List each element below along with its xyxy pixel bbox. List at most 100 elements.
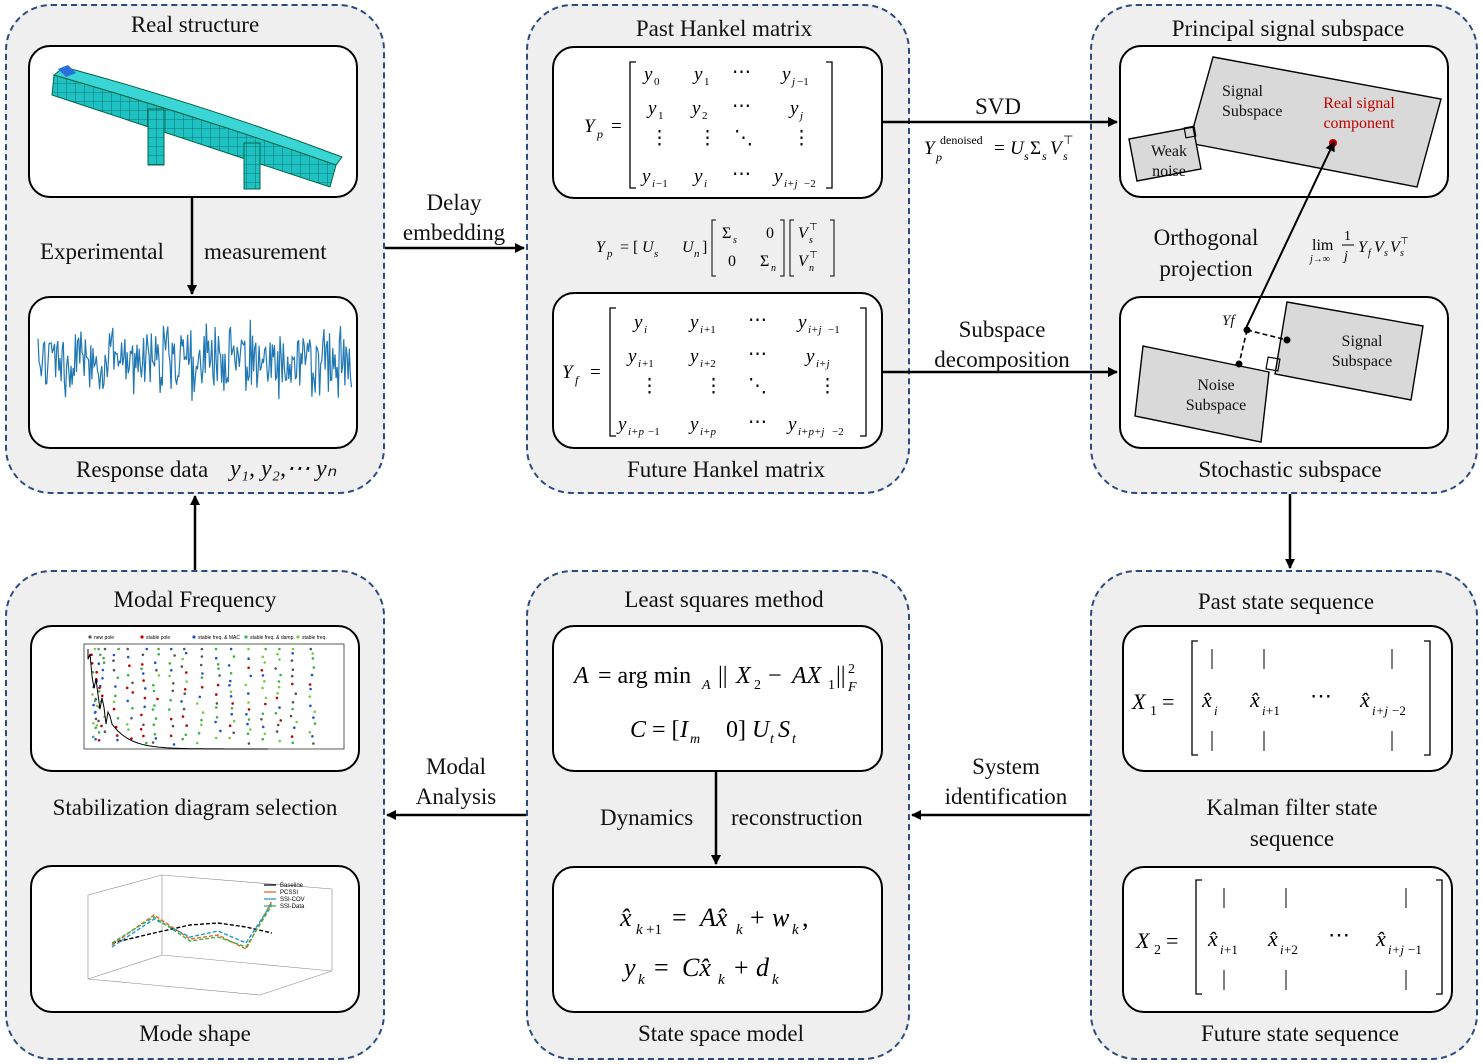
- stab-pole: [278, 647, 281, 651]
- svg-text:X: X: [735, 663, 752, 689]
- mode-legend-label: Baseline: [280, 883, 304, 889]
- svg-text:lim: lim: [1312, 237, 1334, 254]
- stab-pole: [172, 682, 175, 685]
- stab-pole: [230, 712, 233, 716]
- stab-pole: [290, 674, 294, 678]
- svg-text:⋮: ⋮: [792, 128, 811, 149]
- stab-pole: [290, 659, 294, 662]
- svg-text:2: 2: [848, 662, 855, 677]
- response-signal-box: [28, 296, 358, 449]
- stochastic-subspace-caption: Stochastic subspace: [1198, 457, 1382, 482]
- svg-text:0: 0: [766, 225, 774, 242]
- stab-pole: [182, 707, 186, 711]
- stab-pole: [126, 655, 130, 659]
- svg-text:Y: Y: [584, 116, 597, 137]
- svg-text:V: V: [1390, 239, 1402, 256]
- signal-subspace-label-2: Signal Subspace: [1331, 333, 1393, 370]
- svg-text:y: y: [796, 312, 807, 333]
- stab-pole: [201, 672, 204, 675]
- stab-pole: [151, 708, 155, 711]
- stab-pole: [309, 687, 312, 691]
- arrow-projection: [1245, 141, 1335, 329]
- svg-text:i+p: i+p: [700, 426, 716, 438]
- stab-pole: [228, 724, 232, 727]
- stab-pole: [131, 707, 134, 710]
- noise-subspace-label: Noise Subspace: [1185, 377, 1247, 414]
- stab-pole: [169, 647, 173, 651]
- stab-pole: [142, 734, 145, 738]
- stab-pole: [309, 647, 313, 651]
- stab-pole: [200, 686, 204, 689]
- svg-text:=: =: [611, 116, 622, 137]
- stab-pole: [182, 647, 186, 651]
- svg-text:i: i: [644, 324, 647, 336]
- svg-text:t: t: [770, 732, 775, 747]
- svg-text:s: s: [1024, 149, 1029, 163]
- svg-text:= [: = [: [652, 717, 680, 743]
- stab-pole: [130, 737, 133, 740]
- stab-legend-label: stable freq. & MAC: [198, 635, 240, 641]
- stab-pole: [93, 647, 97, 651]
- stab-pole: [228, 684, 231, 687]
- svg-text:i: i: [700, 324, 703, 336]
- svg-text:n: n: [694, 248, 700, 260]
- principal-subspace-title: Principal signal subspace: [1171, 16, 1405, 41]
- svg-text:⋯: ⋯: [1328, 922, 1350, 947]
- reconstruction-label: reconstruction: [731, 805, 863, 830]
- stab-pole: [199, 663, 203, 667]
- stab-pole: [185, 680, 188, 683]
- system-identification-label: System identification: [944, 754, 1068, 809]
- stab-pole: [116, 738, 119, 742]
- stab-pole: [102, 656, 105, 660]
- svg-text:⋮: ⋮: [818, 376, 837, 397]
- svg-text:y: y: [640, 166, 651, 187]
- svg-text:+: +: [750, 903, 765, 932]
- svg-text:⊤: ⊤: [809, 250, 818, 261]
- stab-pole: [247, 718, 251, 721]
- stab-legend-marker: [296, 635, 300, 639]
- stab-pole: [200, 655, 204, 658]
- stab-pole: [200, 723, 203, 726]
- stab-pole: [261, 674, 265, 677]
- svg-text:p: p: [935, 150, 942, 164]
- svg-text:y: y: [642, 64, 653, 85]
- svg-text:U: U: [642, 239, 655, 256]
- stab-pole: [247, 647, 250, 651]
- svg-text:+1: +1: [1224, 942, 1238, 957]
- response-data-math: y₁, y₂,⋯ yₙ: [230, 456, 337, 482]
- svg-text:m: m: [690, 732, 700, 747]
- svg-text:y: y: [692, 166, 703, 187]
- svg-text:1: 1: [704, 76, 710, 88]
- svg-text:U: U: [682, 239, 695, 256]
- stab-pole: [200, 676, 204, 679]
- svg-text:i+j: i+j: [808, 324, 822, 336]
- stab-pole: [97, 739, 101, 742]
- past-state-title: Past state sequence: [1197, 589, 1375, 614]
- stab-pole: [261, 725, 265, 729]
- stab-pole: [112, 700, 116, 704]
- stab-pole: [157, 653, 160, 656]
- stab-pole: [227, 664, 231, 667]
- stab-legend-marker: [88, 635, 92, 639]
- stab-pole: [169, 717, 173, 721]
- orthogonal-projection-label: Orthogonal projection: [1153, 225, 1259, 281]
- stab-pole: [115, 734, 119, 737]
- stab-pole: [95, 670, 98, 674]
- stab-pole: [112, 707, 116, 711]
- stab-pole: [172, 743, 176, 746]
- svg-text:i+p: i+p: [628, 426, 644, 438]
- stab-pole: [173, 654, 176, 657]
- stab-pole: [154, 717, 158, 720]
- stab-pole: [142, 723, 145, 727]
- stab-pole: [230, 707, 234, 710]
- stab-pole: [218, 674, 221, 677]
- svg-text:−1: −1: [1408, 942, 1422, 957]
- svg-text:n: n: [809, 263, 814, 274]
- svg-text:x̂: x̂: [1267, 926, 1278, 951]
- stab-pole: [125, 686, 129, 690]
- svg-text:Σ: Σ: [760, 253, 769, 270]
- stab-pole: [114, 685, 117, 688]
